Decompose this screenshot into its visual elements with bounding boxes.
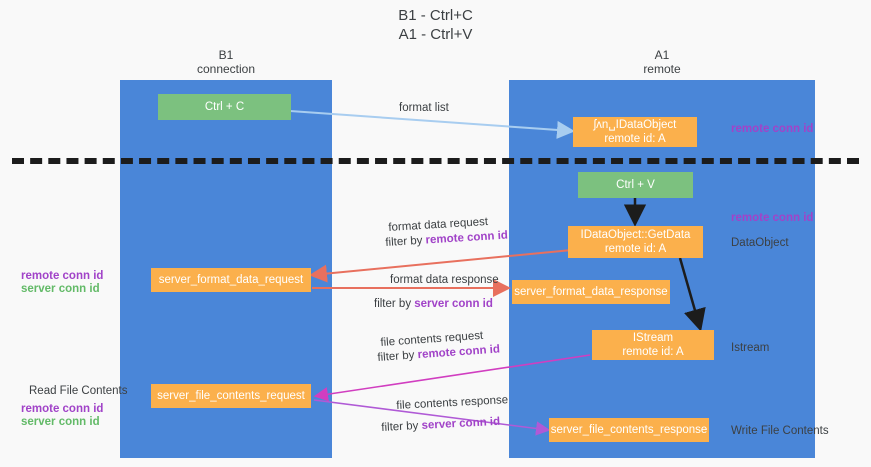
filter-key-server-conn-id: server conn id xyxy=(414,298,493,310)
arrow-file-contents-request xyxy=(313,354,591,402)
annotation-left-bottom-remote-conn-id: remote conn id xyxy=(21,403,104,415)
lane-header-a1-sub: remote xyxy=(643,62,681,76)
annotation-remote-conn-id-mid: remote conn id xyxy=(731,212,814,224)
node-server-file-contents-response[interactable]: server_file_contents_response xyxy=(549,418,709,442)
node-ctrl-c-label: Ctrl + C xyxy=(204,101,245,113)
lane-header-b1-sub: connection xyxy=(196,62,256,76)
arrow-format-data-request xyxy=(309,249,573,283)
node-ctrl-v[interactable]: Ctrl + V xyxy=(578,172,693,198)
title-line-1: B1 - Ctrl+C xyxy=(398,7,473,24)
lane-header-a1: A1 remote xyxy=(562,48,762,76)
page-title: B1 - Ctrl+C A1 - Ctrl+V xyxy=(0,6,871,44)
annotation-dataobject: DataObject xyxy=(731,237,789,249)
node-server-file-contents-request-label: server_file_contents_request xyxy=(157,390,305,402)
annotation-read-file-contents: Read File Contents xyxy=(29,385,128,397)
node-idataobject-remote[interactable]: ʃʌn␣IDataObject remote id: A xyxy=(573,117,697,147)
arrow-format-list xyxy=(275,109,575,139)
node-idataobject-remote-label: ʃʌn␣IDataObject xyxy=(593,119,677,131)
filter-prefix: filter by xyxy=(374,298,415,310)
annotation-left-remote-conn-id: remote conn id xyxy=(21,270,104,282)
annotation-left-server-conn-id: server conn id xyxy=(21,283,100,295)
filter-key-remote-conn-id: remote conn id xyxy=(425,229,509,247)
filter-prefix: filter by xyxy=(385,234,426,249)
node-server-format-data-request[interactable]: server_format_data_request xyxy=(151,268,311,292)
annotation-istream: Istream xyxy=(731,342,770,354)
title-line-2: A1 - Ctrl+V xyxy=(398,26,473,43)
edge-label-format-data-response: format data response xyxy=(390,274,499,286)
annotation-left-bottom-server-conn-id: server conn id xyxy=(21,416,100,428)
node-server-file-contents-response-label: server_file_contents_response xyxy=(550,424,708,436)
node-ctrl-v-label: Ctrl + V xyxy=(616,179,655,191)
lane-header-a1-name: A1 xyxy=(654,48,670,62)
node-server-format-data-response-label: server_format_data_response xyxy=(514,286,668,298)
phase-separator xyxy=(12,158,859,164)
arrow-getdata-to-istream xyxy=(678,257,706,332)
filter-key-server-conn-id: server conn id xyxy=(421,415,501,432)
edge-label-format-data-response-filter: filter by server conn id xyxy=(374,297,493,312)
node-server-file-contents-request[interactable]: server_file_contents_request xyxy=(151,384,311,408)
annotation-write-file-contents: Write File Contents xyxy=(731,425,829,437)
node-istream[interactable]: IStream remote id: A xyxy=(592,330,714,360)
node-istream-id: remote id: A xyxy=(622,346,684,358)
node-idataobject-getdata[interactable]: IDataObject::GetData remote id: A xyxy=(568,226,703,258)
node-server-format-data-request-label: server_format_data_request xyxy=(158,274,304,286)
filter-prefix: filter by xyxy=(381,419,422,434)
lane-header-b1-name: B1 xyxy=(218,48,234,62)
node-server-format-data-response[interactable]: server_format_data_response xyxy=(512,280,670,304)
node-getdata-label: IDataObject::GetData xyxy=(580,229,691,241)
node-getdata-id: remote id: A xyxy=(604,243,667,255)
edge-label-format-list: format list xyxy=(399,102,449,114)
annotation-remote-conn-id-top: remote conn id xyxy=(731,123,814,135)
filter-prefix: filter by xyxy=(377,349,419,364)
node-istream-label: IStream xyxy=(632,332,674,344)
lane-header-b1: B1 connection xyxy=(126,48,326,76)
node-ctrl-c[interactable]: Ctrl + C xyxy=(158,94,291,120)
node-idataobject-remote-id: remote id: A xyxy=(604,133,666,145)
arrow-file-contents-response xyxy=(313,399,551,436)
